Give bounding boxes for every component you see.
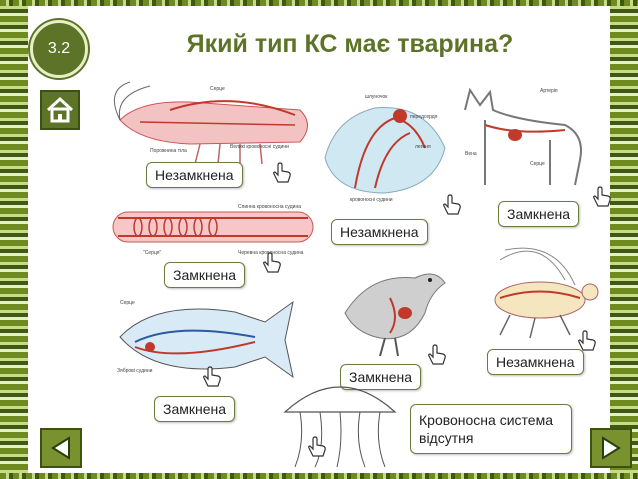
hand-pointer-icon[interactable] bbox=[425, 344, 449, 366]
home-icon bbox=[46, 96, 74, 123]
label-jellyfish[interactable]: Кровоносна система відсутня bbox=[410, 404, 572, 454]
label-worm[interactable]: Замкнена bbox=[164, 262, 246, 288]
grasshopper-diagram: шлуночок передсердя легеня кровоносні су… bbox=[324, 94, 446, 203]
hand-pointer-icon[interactable] bbox=[200, 366, 224, 388]
lung-caption: легеня bbox=[415, 144, 431, 150]
vessels-caption: кровоносні судини bbox=[350, 197, 393, 203]
ornament-border-bottom bbox=[0, 473, 638, 479]
cat-diagram: Артерія Вена Серце bbox=[464, 87, 582, 186]
triangle-right-icon bbox=[602, 436, 621, 460]
hand-pointer-icon[interactable] bbox=[270, 162, 294, 184]
stomach-caption: шлуночок bbox=[365, 94, 388, 100]
fish-gill-caption: Зяброві судини bbox=[117, 368, 153, 374]
cat-heart-caption: Серце bbox=[530, 161, 545, 167]
ornament-border-left bbox=[0, 0, 28, 479]
label-bee[interactable]: Незамкнена bbox=[487, 349, 584, 375]
worm-hearts-caption: "Серця" bbox=[143, 250, 162, 256]
label-bird[interactable]: Замкнена bbox=[340, 364, 422, 390]
label-shrimp[interactable]: Незамкнена bbox=[146, 162, 243, 188]
ornament-border-top bbox=[0, 0, 638, 6]
atrium-caption: передсердя bbox=[410, 114, 438, 120]
fish-heart-caption: Серце bbox=[120, 300, 135, 306]
slide-title: Який тип КС має тварина? bbox=[186, 30, 514, 58]
label-fish[interactable]: Замкнена bbox=[154, 396, 236, 422]
worm-diagram: Спинна кровоносна судина "Серця" Черевна… bbox=[112, 204, 314, 256]
jellyfish-diagram bbox=[283, 386, 397, 468]
bee-diagram bbox=[494, 247, 599, 339]
label-grasshopper[interactable]: Незамкнена bbox=[331, 219, 428, 245]
shrimp-heart-caption: Серце bbox=[210, 86, 225, 92]
hand-pointer-icon[interactable] bbox=[440, 194, 464, 216]
fish-diagram: Серце Зяброві судини bbox=[117, 300, 294, 379]
hand-pointer-icon[interactable] bbox=[305, 436, 329, 458]
hand-pointer-icon[interactable] bbox=[590, 186, 614, 208]
prev-slide-button[interactable] bbox=[40, 428, 82, 468]
worm-dorsal-caption: Спинна кровоносна судина bbox=[238, 204, 301, 210]
home-button[interactable] bbox=[40, 90, 80, 130]
bird-diagram bbox=[344, 273, 446, 357]
next-slide-button[interactable] bbox=[590, 428, 632, 468]
hand-pointer-icon[interactable] bbox=[575, 330, 599, 352]
shrimp-cavity-caption: Порожнина тіла bbox=[150, 148, 187, 154]
shrimp-vessels-caption: Великі кровоносні судини bbox=[230, 144, 289, 150]
slide-number-badge: 3.2 bbox=[30, 20, 88, 78]
cat-vein-caption: Вена bbox=[465, 151, 477, 157]
ornament-border-right bbox=[610, 0, 638, 479]
hand-pointer-icon[interactable] bbox=[260, 252, 284, 274]
label-cat[interactable]: Замкнена bbox=[498, 201, 580, 227]
triangle-left-icon bbox=[51, 436, 70, 460]
shrimp-diagram: Серце Порожнина тіла Великі кровоносні с… bbox=[113, 81, 308, 165]
cat-artery-caption: Артерія bbox=[540, 88, 558, 94]
